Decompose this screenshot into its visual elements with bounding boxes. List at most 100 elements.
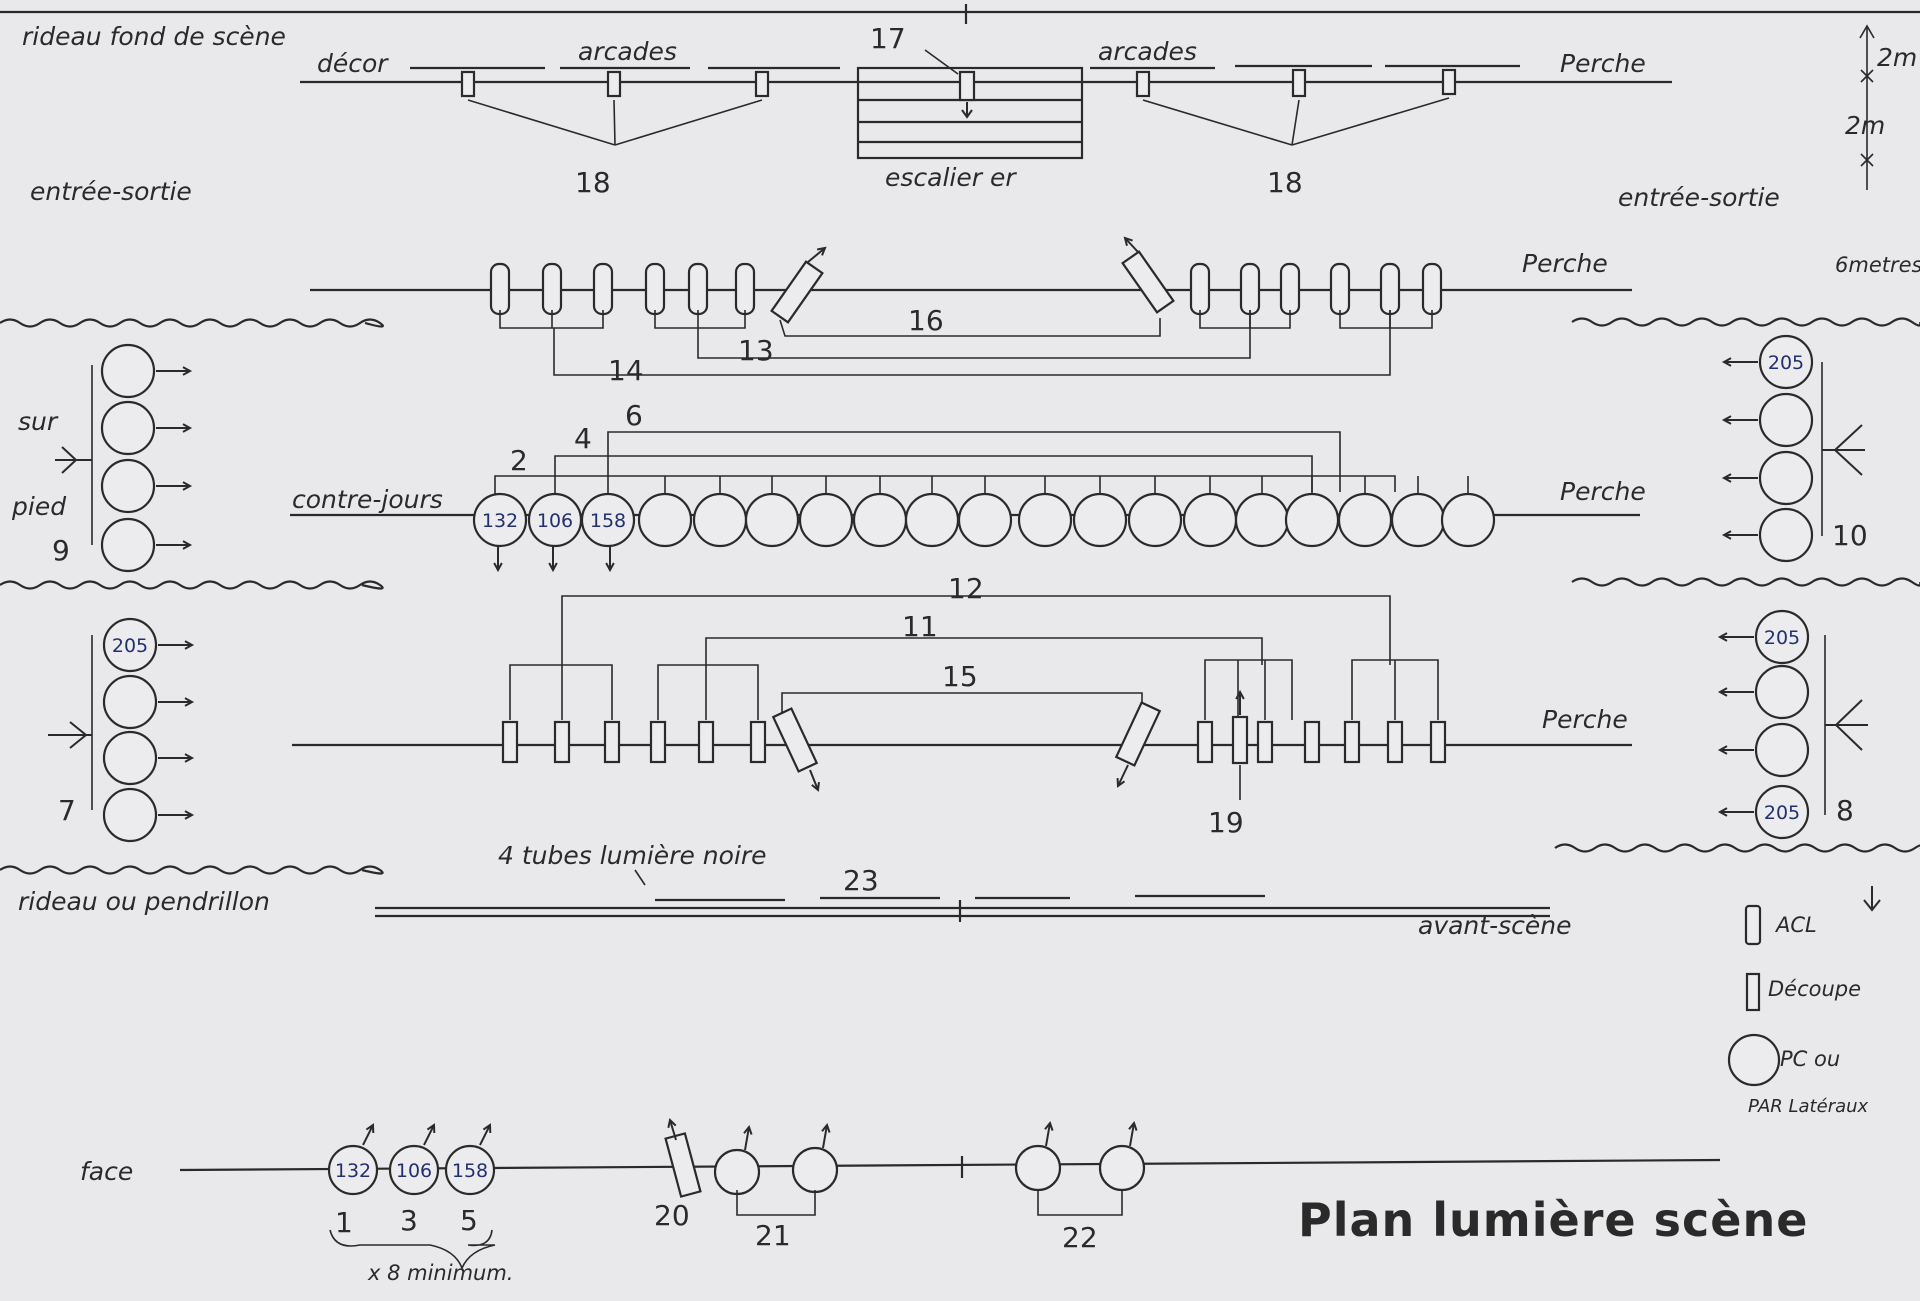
direction-arrow-icon	[744, 1126, 750, 1151]
face-pc-fixture-icon	[791, 1146, 839, 1194]
decoupe-icon	[553, 720, 571, 764]
arrow-head-icon	[493, 562, 503, 573]
circuit-10: 10	[1832, 519, 1868, 552]
decoupe-icon	[1291, 68, 1307, 98]
direction-arrow-icon	[479, 1124, 491, 1146]
perche-4-fixtures	[501, 689, 1447, 792]
side-pc-fixture-icon	[102, 730, 158, 786]
perche-4-label: Perche	[1542, 705, 1628, 734]
acl-icon	[1239, 262, 1261, 316]
decoupe-icon	[697, 720, 715, 764]
gel-number: 158	[590, 510, 626, 532]
perche-1-label: Perche	[1560, 49, 1646, 78]
decoupe-icon	[606, 70, 622, 98]
perche-3-label: Perche	[1560, 477, 1646, 506]
avant-scene-label: avant-scène	[1418, 911, 1571, 940]
side-pc-fixture-icon	[1754, 609, 1810, 665]
decoupe-icon	[501, 720, 519, 764]
decoupe-icon	[1231, 715, 1249, 765]
side-pc-fixture-icon	[102, 674, 158, 730]
acl-icon	[1279, 262, 1301, 316]
circuit-8: 8	[1836, 794, 1854, 827]
decor-label: décor	[317, 49, 389, 78]
decoupe-icon	[749, 720, 767, 764]
side-pc-fixture-icon	[100, 517, 156, 573]
pc-fixture-icon	[1284, 492, 1340, 548]
legend-par-label: PAR Latéraux	[1748, 1096, 1869, 1117]
arrow-down-icon	[961, 102, 973, 119]
wing-curtain-left-2	[0, 580, 384, 590]
pied-label: pied	[11, 492, 66, 521]
legend-decoupe-icon	[1745, 972, 1761, 1012]
acl-icon	[541, 262, 563, 316]
direction-arrow-icon	[1129, 1122, 1135, 1147]
arrow-head-icon	[1717, 687, 1728, 697]
pc-fixture-icon	[1337, 492, 1393, 548]
pc-fixture-icon	[1182, 492, 1238, 548]
arrow-head-icon	[182, 366, 193, 376]
circuit-18-links	[467, 97, 1450, 146]
arrow-head-icon	[1123, 236, 1133, 247]
side-pc-fixture-icon	[1758, 450, 1814, 506]
arrow-head-icon	[182, 481, 193, 491]
gel-number: 205	[1764, 802, 1800, 824]
arrow-head-icon	[184, 753, 195, 763]
direction-arrow-icon	[807, 247, 826, 263]
side-pc-fixture-icon	[102, 617, 158, 673]
tubes-label: 4 tubes lumière noire	[498, 841, 767, 870]
acl-icon	[644, 262, 666, 316]
side-pc-fixture-icon	[1754, 784, 1810, 840]
circuit-6: 6	[625, 399, 643, 432]
side-pc-fixture-icon	[1758, 334, 1814, 390]
perche-2-label: Perche	[1522, 249, 1608, 278]
legend-decoupe-label: Découpe	[1768, 977, 1861, 1001]
x8-label: x 8 minimum.	[367, 1261, 513, 1285]
acl-icon	[1421, 262, 1443, 316]
circuit-15: 15	[942, 660, 978, 693]
acl-icon	[1329, 262, 1351, 316]
side-pc-fixture-icon	[1754, 722, 1810, 778]
tower-9	[55, 365, 93, 545]
tilted-decoupe-icon	[770, 260, 824, 324]
circuit-13: 13	[738, 334, 774, 367]
side-pc-fixture-icon	[102, 787, 158, 843]
decor-pieces	[410, 64, 1520, 70]
circuit-18-right: 18	[1267, 166, 1303, 199]
tubes-leader	[634, 869, 646, 886]
decoupe-icon	[1256, 720, 1274, 764]
dim-6m: 6metres	[1835, 253, 1920, 277]
tower-8	[1824, 635, 1868, 815]
pc-fixture-icon	[1234, 492, 1290, 548]
direction-arrow-icon	[1117, 764, 1129, 787]
pc-fixture-icon	[472, 492, 528, 548]
arrow-head-icon	[1721, 530, 1732, 540]
pc-fixture-icon	[744, 492, 800, 548]
direction-arrow-icon	[809, 769, 819, 791]
gel-number: 158	[452, 1160, 488, 1182]
pc-fixture-icon	[692, 492, 748, 548]
wing-curtain-left-3	[0, 865, 384, 875]
arcades-right-label: arcades	[1098, 37, 1197, 66]
sur-label: sur	[18, 407, 59, 436]
face-links	[329, 1190, 1123, 1271]
pc-fixture-icon	[637, 492, 693, 548]
acl-icon	[734, 262, 756, 316]
dim-2m-mid: 2m	[1845, 111, 1885, 140]
acl-icon	[489, 262, 511, 316]
arrow-head-icon	[1717, 807, 1728, 817]
face-pc-fixture-icon	[713, 1148, 761, 1196]
side-pc-fixture-icon	[100, 343, 156, 399]
arrow-head-icon	[816, 246, 827, 256]
side-pc-fixture-icon	[100, 458, 156, 514]
arrow-head-icon	[1128, 1120, 1138, 1131]
arrow-down-icon	[1863, 886, 1881, 912]
face-pc-fixture-icon	[388, 1144, 440, 1196]
arrow-head-icon	[184, 697, 195, 707]
arrow-head-icon	[1116, 777, 1126, 788]
tower-7-fixtures: 205	[102, 617, 195, 843]
arrow-head-icon	[1717, 745, 1728, 755]
side-pc-fixture-icon	[1758, 507, 1814, 563]
decoupe-icon	[649, 720, 667, 764]
